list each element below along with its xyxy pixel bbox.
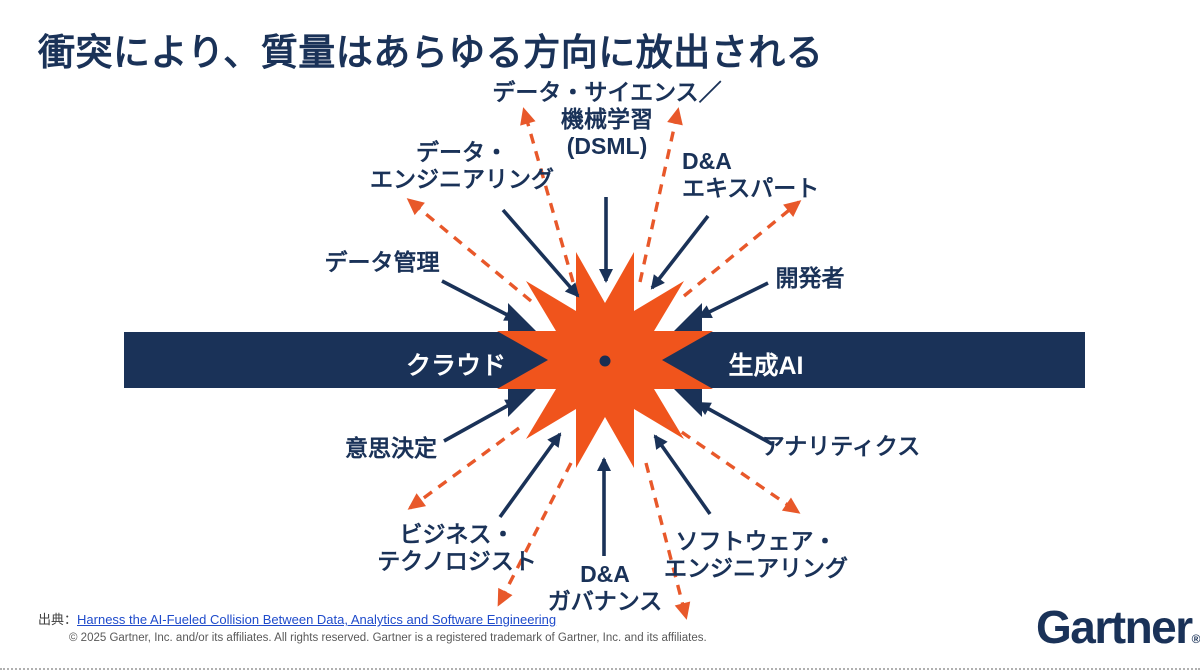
outward-arrow-down-right xyxy=(644,462,691,620)
inward-arrow-decision-making xyxy=(443,398,520,443)
copyright-text: © 2025 Gartner, Inc. and/or its affiliat… xyxy=(69,632,707,644)
inward-arrows xyxy=(441,197,773,556)
inward-arrow-developers xyxy=(697,281,769,319)
outward-arrows xyxy=(406,107,802,620)
inward-arrow-data-management xyxy=(441,279,519,322)
page-title: 衝突により、質量はあらゆる方向に放出される xyxy=(38,32,824,73)
source-prefix: 出典： xyxy=(38,612,78,627)
outward-arrow-up-left xyxy=(520,107,575,283)
label-developers: 開発者 xyxy=(775,265,845,291)
outward-arrow-up-right xyxy=(638,107,683,283)
label-da-governance: D&A ガバナンス xyxy=(547,561,663,615)
inward-arrow-software-engineering xyxy=(653,434,712,516)
label-data-management: データ管理 xyxy=(324,249,440,275)
label-data-engineering: データ・ エンジニアリング xyxy=(370,139,554,193)
collision-bar-right xyxy=(702,332,1085,388)
outward-arrow-lower-right-diagonal xyxy=(666,420,801,514)
inward-arrow-data-engineering xyxy=(501,208,580,298)
collision-bar xyxy=(124,303,1085,417)
label-da-expert: D&A エキスパート xyxy=(682,148,820,202)
outward-arrow-down-left xyxy=(497,462,573,607)
bar-label-generative-ai: 生成AI xyxy=(728,352,804,380)
inward-arrow-da-expert xyxy=(650,214,710,290)
gartner-logo-text: Gartner xyxy=(1036,601,1193,653)
registered-trademark-icon: ® xyxy=(1191,632,1200,646)
inward-arrow-analytics xyxy=(696,401,773,446)
outward-arrow-upper-right-diagonal xyxy=(682,200,802,298)
inward-arrow-business-technologists xyxy=(498,432,562,519)
label-business-technologists: ビジネス・ テクノロジスト xyxy=(377,521,537,575)
collision-bar-left xyxy=(124,332,508,388)
label-analytics: アナリティクス xyxy=(761,433,921,459)
label-data-science-ml: データ・サイエンス／ 機械学習 (DSML) xyxy=(492,79,722,160)
collision-center-dot xyxy=(599,355,611,367)
label-software-engineering: ソフトウェア・ エンジニアリング xyxy=(664,528,848,582)
label-decision-making: 意思決定 xyxy=(345,435,437,461)
source-line: 出典：Harness the AI-Fueled Collision Betwe… xyxy=(38,609,556,628)
outward-arrow-lower-left-diagonal xyxy=(407,426,521,510)
gartner-logo: Gartner® xyxy=(1036,600,1200,654)
outward-arrow-upper-left-diagonal xyxy=(406,198,533,303)
source-link[interactable]: Harness the AI-Fueled Collision Between … xyxy=(77,612,557,627)
bar-label-cloud: クラウド xyxy=(405,352,507,380)
